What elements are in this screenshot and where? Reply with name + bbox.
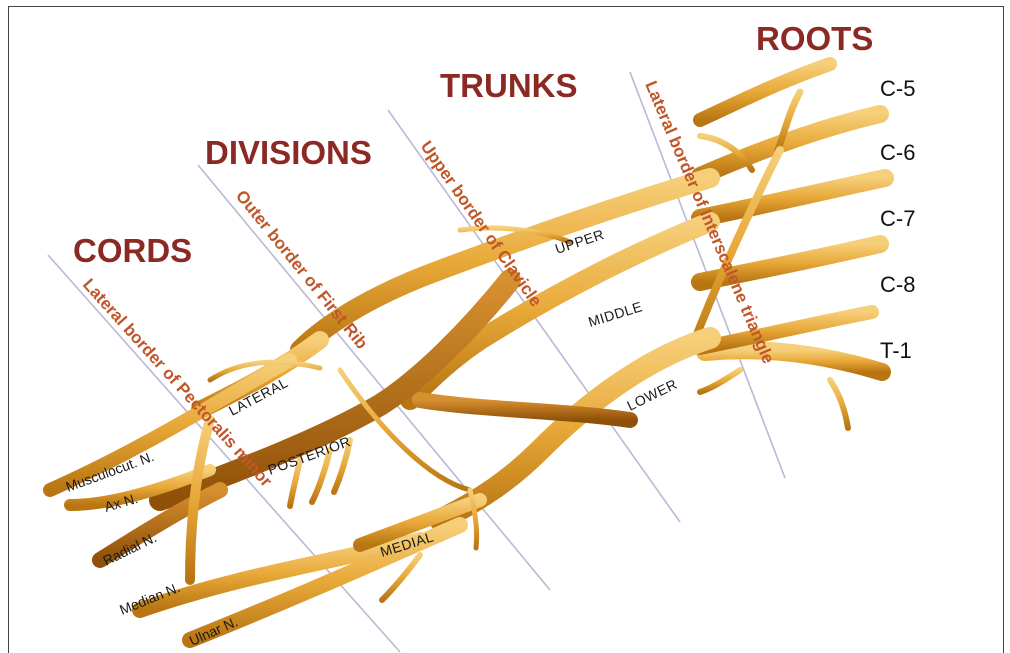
root-label-c5: C-5 [880, 76, 915, 101]
lower-root-twig [830, 380, 848, 428]
root-label-c8: C-8 [880, 272, 915, 297]
root-t1-nerve [705, 350, 882, 372]
root-label-c6: C-6 [880, 140, 915, 165]
ulnar-label: Ulnar N. [187, 613, 240, 649]
root-label-t1: T-1 [880, 338, 912, 363]
root-c7-nerve [700, 178, 885, 218]
lower-trunk-nerve [440, 338, 710, 520]
middle-trunk-label: MIDDLE [586, 298, 644, 330]
root-c8-alt-nerve [700, 312, 872, 348]
lower-root-twig-2 [700, 370, 740, 392]
root-label-c7: C-7 [880, 206, 915, 231]
root-c5-nerve [700, 64, 830, 120]
trunks-heading: TRUNKS [440, 67, 578, 104]
first-rib-border-label: Outer border of First Rib [232, 187, 372, 353]
roots-heading: ROOTS [756, 20, 873, 57]
clavicle-border-label: Upper border of Clavicle [417, 137, 546, 310]
divisions-heading: DIVISIONS [205, 134, 372, 171]
axillary-label: Ax N. [102, 490, 139, 515]
cords-heading: CORDS [73, 232, 192, 269]
